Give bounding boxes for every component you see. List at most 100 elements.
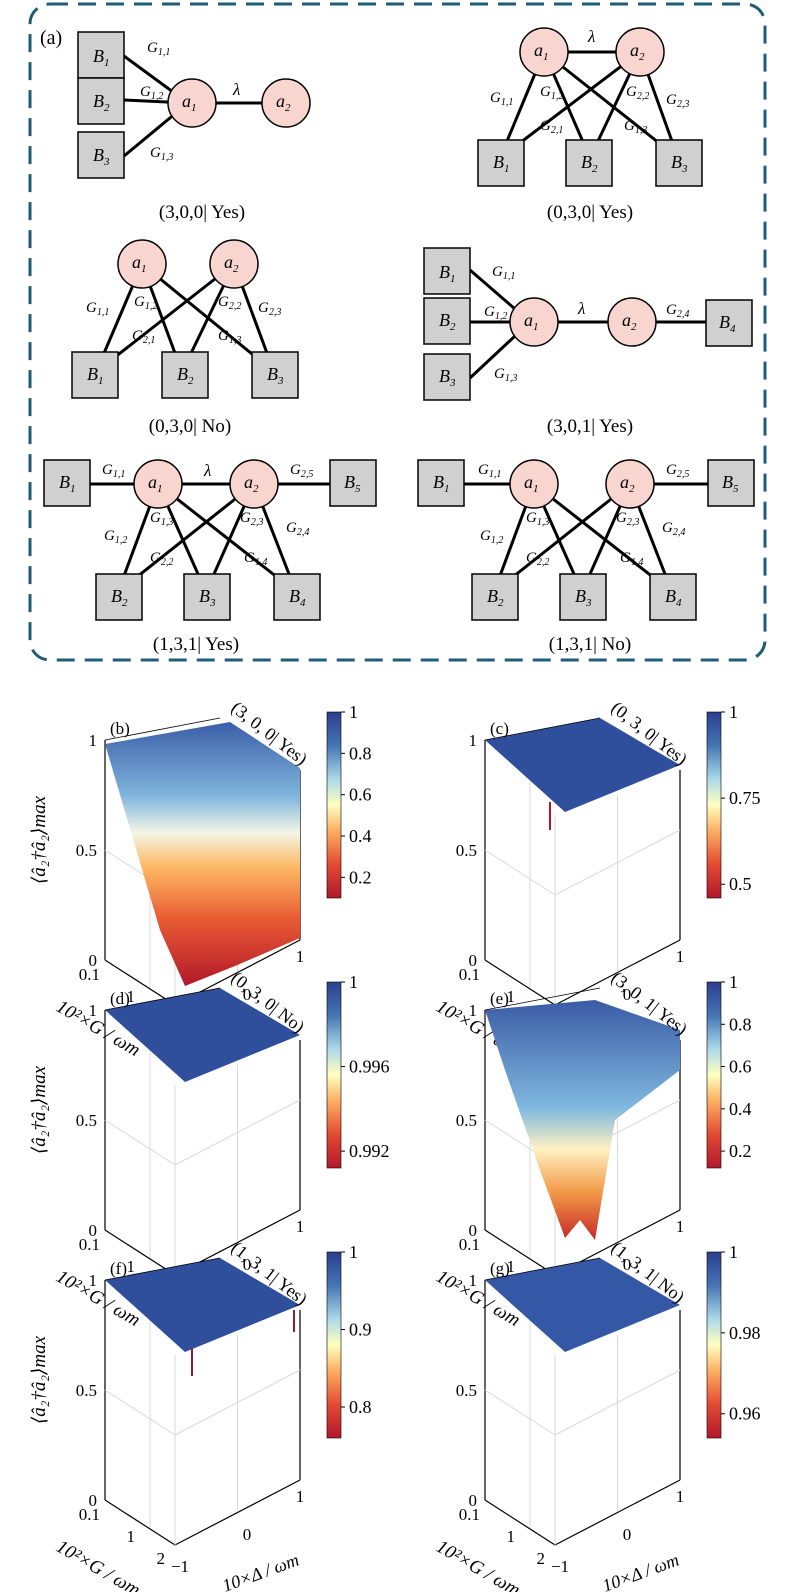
z-tick: 0 [469, 1221, 478, 1240]
colorbar-tick: 1 [349, 702, 358, 722]
svg-text:G1,2: G1,2 [104, 528, 127, 546]
svg-text:G1,1: G1,1 [86, 300, 109, 318]
svg-text:G1,1: G1,1 [147, 40, 170, 58]
svg-text:G1,1: G1,1 [492, 264, 515, 282]
colorbar [326, 981, 342, 1169]
colorbar-tick: 0.4 [729, 1099, 752, 1119]
svg-text:G2,3: G2,3 [240, 510, 263, 528]
caption-1-3-1-no: (1,3,1| No) [549, 634, 631, 655]
z-tick: 0 [89, 1221, 98, 1240]
z-tick: 1 [89, 731, 98, 750]
svg-text:G1,1: G1,1 [490, 90, 513, 108]
svg-text:G1,2: G1,2 [484, 304, 507, 322]
svg-text:G2,3: G2,3 [258, 300, 281, 318]
diagram-1-3-1-yes: B1 B5 B2 B3 B4 a1 a2 λ G1,1 G2,5 G1,2 G1… [43, 459, 377, 621]
svg-text:λ: λ [587, 27, 595, 46]
caption-0-3-0-yes: (0,3,0| Yes) [547, 202, 633, 223]
colorbar-tick: 0.2 [349, 867, 372, 887]
svg-text:G1,4: G1,4 [244, 550, 267, 568]
x-tick: 0 [623, 985, 632, 1004]
svg-text:G1,4: G1,4 [620, 550, 643, 568]
y-tick: 0.1 [79, 1235, 100, 1254]
svg-text:G2,5: G2,5 [666, 462, 689, 480]
x-tick: 0 [243, 1255, 252, 1274]
svg-text:G1,2: G1,2 [480, 528, 503, 546]
z-tick: 1 [469, 731, 478, 750]
x-tick: 1 [676, 1487, 685, 1506]
z-tick: 0.5 [456, 841, 477, 860]
z-tick: 1 [469, 1001, 478, 1020]
colorbar-tick: 0.4 [349, 826, 372, 846]
y-tick: 1 [507, 1527, 516, 1546]
svg-text:G2,4: G2,4 [662, 520, 685, 538]
svg-text:λ: λ [232, 80, 240, 99]
z-tick: 0.5 [76, 1381, 97, 1400]
y-tick: 1 [507, 1257, 516, 1276]
colorbar-tick: 0.6 [349, 785, 372, 805]
x-tick: −1 [171, 1557, 189, 1576]
surface [485, 1258, 680, 1352]
y-tick: 0.1 [459, 1505, 480, 1524]
colorbar [706, 1251, 722, 1439]
colorbar-tick: 1 [349, 1242, 358, 1262]
z-tick: 0 [89, 951, 98, 970]
svg-text:G2,1: G2,1 [132, 328, 155, 346]
diagram-1-3-1-no: B1 B5 B2 B3 B4 a1 a2 G1,1 G2,5 G1,2 G1,3… [417, 459, 755, 621]
panel-label: (b) [110, 719, 130, 738]
colorbar-tick: 1 [729, 972, 738, 992]
y-tick: 1 [507, 987, 516, 1006]
x-axis-label: 10×Δ / ωm [220, 1550, 302, 1592]
diagram-0-3-0-no: a1 a2 B1 B2 B3 G1,1 G1,2 G2,1 G2,2 G2,3 … [71, 239, 299, 399]
z-tick: 0.5 [76, 841, 97, 860]
panel-label: (c) [490, 719, 509, 738]
panel-a-label: (a) [40, 27, 62, 49]
z-tick: 1 [89, 1271, 98, 1290]
svg-text:G2,5: G2,5 [290, 462, 313, 480]
svg-text:G2,2: G2,2 [626, 84, 649, 102]
panel-a-frame [28, 2, 767, 662]
panel-label: (f) [110, 1259, 127, 1278]
colorbar [326, 711, 342, 899]
colorbar-tick: 0.2 [729, 1141, 752, 1161]
caption-1-3-1-yes: (1,3,1| Yes) [153, 634, 239, 655]
colorbar-tick: 0.8 [729, 1014, 752, 1034]
surface [105, 722, 300, 986]
colorbar [706, 981, 722, 1169]
z-axis-label: ⟨â₂†â₂⟩max [29, 1335, 50, 1424]
surface [105, 988, 300, 1082]
z-axis-label: ⟨â₂†â₂⟩max [29, 1065, 50, 1154]
surface-plots: 10.500.112−101(b)(3, 0, 0| Yes)10.80.60.… [29, 697, 761, 1592]
diagram-0-3-0-yes: a1 a2 λ B1 B2 B3 G1,1 G1,2 G2,1 G2,2 G2,… [477, 27, 703, 187]
panel-label: (d) [110, 989, 130, 1008]
colorbar-tick: 1 [349, 972, 358, 992]
surface [485, 1000, 680, 1240]
x-tick: 1 [676, 947, 685, 966]
x-tick: 0 [243, 985, 252, 1004]
colorbar-tick: 0.75 [729, 788, 761, 808]
z-tick: 0 [469, 1491, 478, 1510]
svg-text:G2,3: G2,3 [666, 92, 689, 110]
colorbar [706, 711, 722, 899]
caption-3-0-0-yes: (3,0,0| Yes) [159, 202, 245, 223]
svg-text:G1,3: G1,3 [494, 366, 517, 384]
colorbar-tick: 1 [729, 702, 738, 722]
y-tick: 0.1 [459, 1235, 480, 1254]
y-tick: 1 [127, 1527, 136, 1546]
caption-0-3-0-no: (0,3,0| No) [149, 416, 231, 437]
y-tick: 1 [127, 1257, 136, 1276]
z-tick: 0.5 [456, 1381, 477, 1400]
z-tick: 1 [469, 1271, 478, 1290]
colorbar-tick: 0.98 [729, 1323, 761, 1343]
svg-text:λ: λ [577, 299, 585, 318]
diagram-3-0-0-yes: B1 B2 B3 a1 a2 λ G1,1 G1,2 G1,3 [77, 31, 311, 179]
svg-text:G1,2: G1,2 [140, 84, 163, 102]
panel-label: (e) [490, 989, 509, 1008]
z-tick: 0 [469, 951, 478, 970]
z-tick: 0 [89, 1491, 98, 1510]
y-tick: 0.1 [459, 965, 480, 984]
x-tick: 0 [623, 1255, 632, 1274]
x-tick: −1 [551, 1557, 569, 1576]
y-tick: 0.1 [79, 1505, 100, 1524]
surface [485, 718, 680, 812]
